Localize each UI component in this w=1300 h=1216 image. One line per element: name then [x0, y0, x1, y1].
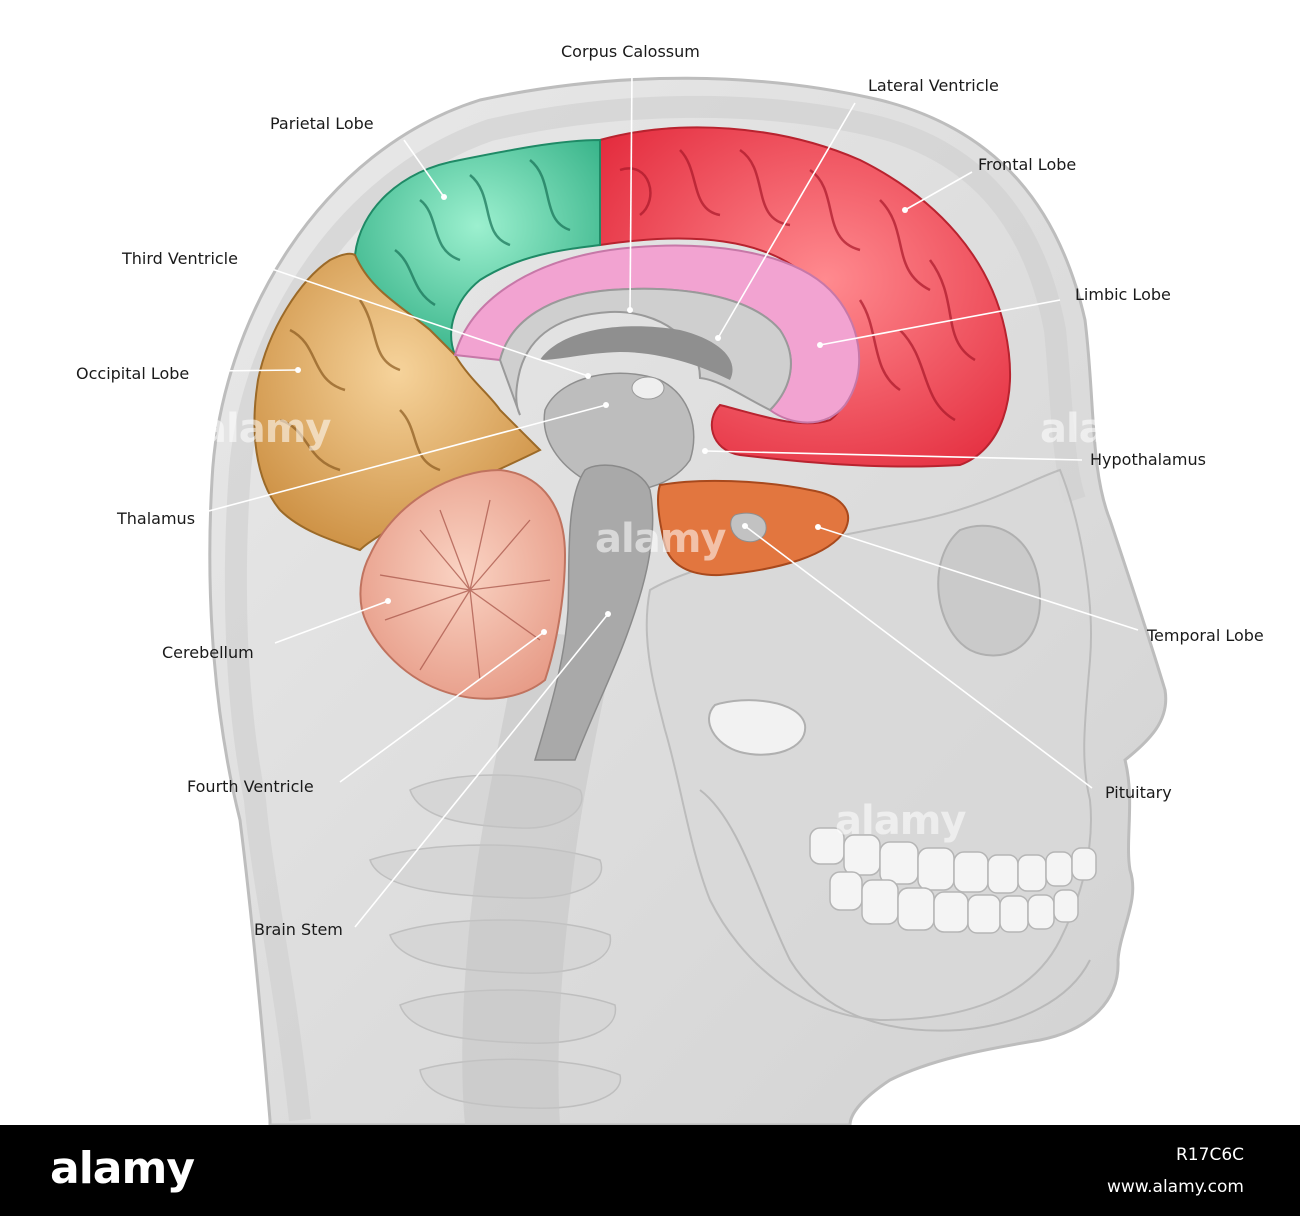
label-parietal-lobe: Parietal Lobe	[270, 114, 374, 133]
cerebellum-branches	[379, 499, 551, 681]
corpus-callosum	[498, 287, 792, 416]
brain-stem	[533, 464, 654, 761]
label-fourth-ventricle: Fourth Ventricle	[187, 777, 314, 796]
label-corpus-callosum: Corpus Calossum	[561, 42, 700, 61]
label-thalamus: Thalamus	[117, 509, 196, 528]
watermark-right: alamy	[1040, 406, 1171, 452]
watermark-left: alamy	[200, 406, 331, 452]
label-pituitary: Pituitary	[1105, 783, 1172, 802]
label-brain-stem: Brain Stem	[254, 920, 343, 939]
label-cerebellum: Cerebellum	[162, 643, 254, 662]
label-third-ventricle: Third Ventricle	[122, 249, 238, 268]
jaw	[699, 789, 1091, 1032]
cerebellum	[359, 468, 567, 700]
occipital-gyri	[279, 299, 441, 472]
thalamus-mass	[543, 372, 695, 492]
image-id: R17C6C	[1176, 1145, 1244, 1165]
footer-url: www.alamy.com	[1106, 1177, 1244, 1197]
leader-lines	[204, 71, 1139, 928]
head-illustration	[204, 71, 1168, 1125]
footer-bar: alamy R17C6C www.alamy.com	[0, 1125, 1300, 1216]
watermark-face: alamy	[835, 798, 966, 844]
brain-diagram: alamy alamy alamy alamy Corpus Calossum …	[76, 42, 1264, 1125]
alamy-logo: alamy	[50, 1143, 195, 1194]
leader-dots	[295, 194, 908, 635]
watermark-center: alamy	[595, 516, 726, 562]
label-occipital-lobe: Occipital Lobe	[76, 364, 190, 383]
label-hypothalamus: Hypothalamus	[1090, 450, 1206, 469]
eye-socket	[937, 524, 1042, 657]
label-frontal-lobe: Frontal Lobe	[978, 155, 1077, 174]
label-lateral-ventricle: Lateral Ventricle	[868, 76, 999, 95]
parietal-gyri	[394, 159, 571, 307]
scalp-inner	[224, 95, 1086, 1122]
frontal-gyri	[619, 148, 976, 422]
lateral-ventricle	[540, 326, 733, 380]
ear-hole	[708, 699, 807, 756]
teeth	[809, 827, 1097, 934]
label-limbic-lobe: Limbic Lobe	[1075, 285, 1171, 304]
label-temporal-lobe: Temporal Lobe	[1147, 626, 1264, 645]
third-ventricle-shape	[631, 376, 665, 400]
